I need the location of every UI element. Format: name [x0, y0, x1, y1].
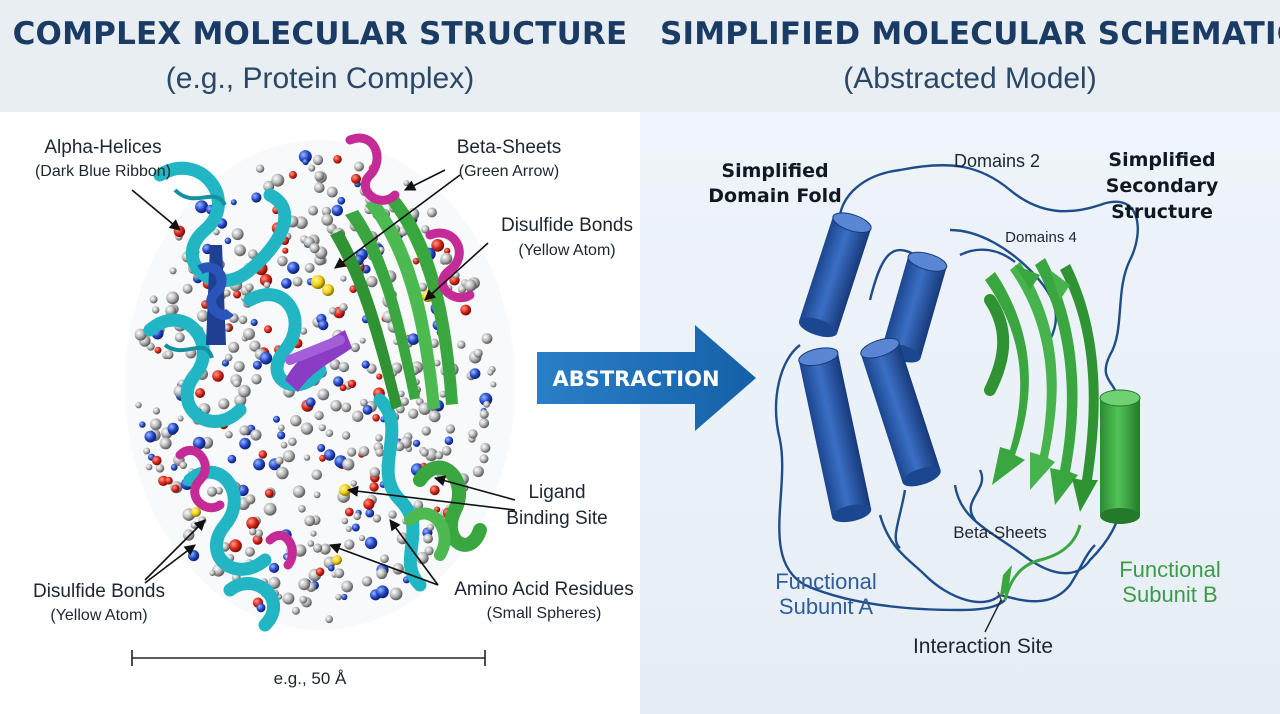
label-secondary-3: Structure: [1111, 201, 1213, 223]
green-beta-strands: [984, 258, 1099, 512]
label-interaction-site: Interaction Site: [913, 635, 1053, 658]
abstraction-label: ABSTRACTION: [552, 367, 719, 391]
label-domains-4: Domains 4: [1005, 229, 1077, 246]
label-disulfide-top: Disulfide Bonds: [501, 215, 633, 236]
label-ligand-1: Ligand: [528, 482, 585, 503]
label-alpha-helices: Alpha-Helices: [44, 137, 161, 158]
abstraction-arrow: ABSTRACTION: [537, 325, 756, 431]
protein-complex-illustration: [125, 133, 515, 632]
label-disulfide-bottom: Disulfide Bonds: [33, 581, 165, 602]
label-alpha-helices-note: (Dark Blue Ribbon): [35, 163, 171, 180]
label-secondary-2: Secondary: [1106, 175, 1219, 197]
label-beta-sheets-schematic: Beta-Sheets: [953, 523, 1047, 542]
scale-bar: e.g., 50 Å: [131, 650, 486, 688]
left-panel-title: COMPLEX MOLECULAR STRUCTURE: [12, 16, 628, 52]
label-domains-2: Domains 2: [954, 151, 1040, 171]
label-disulfide-bottom-note: (Yellow Atom): [50, 607, 147, 624]
label-subunit-a-2: Subunit A: [779, 594, 874, 619]
label-subunit-b-1: Functional: [1119, 557, 1221, 582]
scale-bar-label: e.g., 50 Å: [274, 669, 347, 688]
label-domain-fold-2: Domain Fold: [708, 185, 841, 207]
header-band: [0, 0, 1280, 112]
green-helix-cylinder: [1099, 389, 1141, 524]
schematic-illustration: [774, 164, 1141, 633]
label-subunit-a-1: Functional: [775, 569, 877, 594]
cyan-ribbons: [143, 161, 427, 632]
interaction-leader: [984, 599, 1002, 633]
magenta-ribbons: [175, 133, 475, 570]
label-disulfide-top-note: (Yellow Atom): [518, 242, 615, 259]
label-amino-acids: Amino Acid Residues: [454, 579, 634, 600]
blue-helix-cylinders: [798, 212, 948, 523]
green-beta-sheets: [330, 196, 487, 561]
label-beta-sheets-note: (Green Arrow): [459, 163, 559, 180]
label-ligand-2: Binding Site: [506, 508, 607, 529]
right-panel-background: [640, 112, 1280, 714]
left-labels: Alpha-Helices (Dark Blue Ribbon) Beta-Sh…: [33, 137, 634, 624]
label-secondary-1: Simplified: [1108, 149, 1215, 171]
right-panel-title: SIMPLIFIED MOLECULAR SCHEMATIC: [660, 16, 1280, 52]
left-leader-lines: [131, 169, 516, 586]
cyan-ribbon-edges: [163, 188, 227, 359]
left-panel-subtitle: (e.g., Protein Complex): [165, 62, 475, 95]
label-beta-sheets: Beta-Sheets: [457, 137, 562, 158]
right-labels: Simplified Domain Fold Domains 2 Simplif…: [708, 149, 1221, 658]
right-panel-subtitle: (Abstracted Model): [843, 62, 1097, 95]
label-domain-fold-1: Simplified: [721, 160, 828, 182]
label-subunit-b-2: Subunit B: [1122, 582, 1217, 607]
label-amino-acids-note: (Small Spheres): [487, 605, 602, 622]
